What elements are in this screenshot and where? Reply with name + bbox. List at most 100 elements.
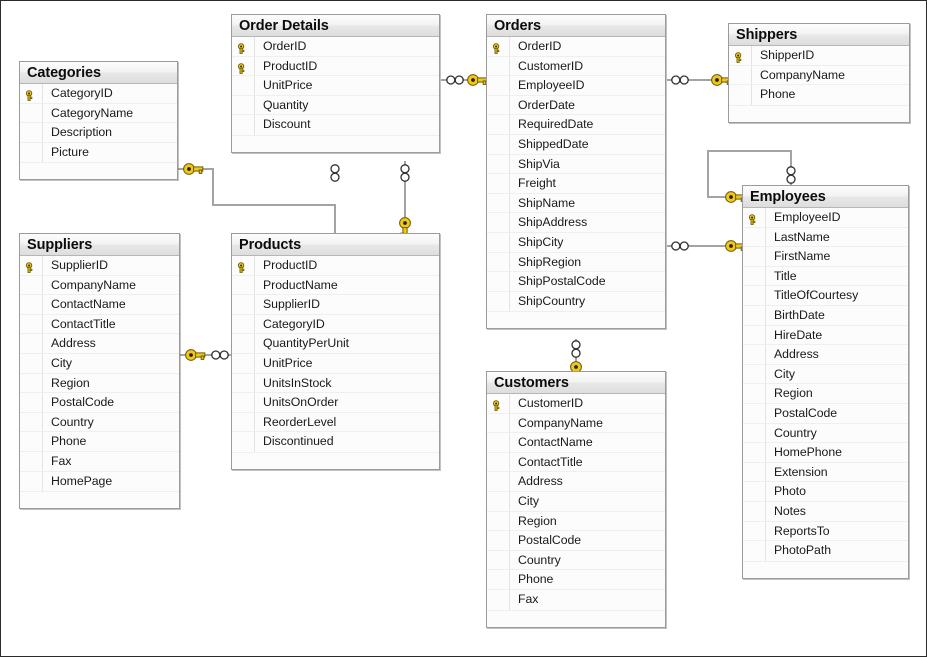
field-row[interactable]: ShipAddress bbox=[487, 213, 665, 233]
field-row[interactable]: HomePhone bbox=[743, 443, 908, 463]
field-row[interactable]: Fax bbox=[487, 590, 665, 610]
field-row[interactable]: CompanyName bbox=[487, 414, 665, 434]
field-row[interactable]: OrderID bbox=[487, 37, 665, 57]
field-row[interactable]: ContactName bbox=[487, 433, 665, 453]
field-row[interactable]: Address bbox=[20, 334, 179, 354]
field-row[interactable]: City bbox=[743, 365, 908, 385]
field-row[interactable]: Notes bbox=[743, 502, 908, 522]
field-row[interactable]: Description bbox=[20, 123, 177, 143]
field-row[interactable]: LastName bbox=[743, 228, 908, 248]
field-row[interactable]: RequiredDate bbox=[487, 115, 665, 135]
field-row[interactable]: PostalCode bbox=[743, 404, 908, 424]
table-empty-area[interactable] bbox=[487, 311, 665, 329]
table-empty-area[interactable] bbox=[20, 162, 177, 180]
field-row[interactable]: PostalCode bbox=[20, 393, 179, 413]
table-empty-area[interactable] bbox=[487, 609, 665, 627]
field-name: Country bbox=[51, 414, 94, 429]
field-row[interactable]: SupplierID bbox=[20, 256, 179, 276]
field-row[interactable]: CustomerID bbox=[487, 57, 665, 77]
field-row[interactable]: Photo bbox=[743, 482, 908, 502]
field-row[interactable]: ProductID bbox=[232, 256, 439, 276]
field-row[interactable]: ContactTitle bbox=[487, 453, 665, 473]
table-empty-area[interactable] bbox=[729, 104, 909, 122]
field-row[interactable]: City bbox=[20, 354, 179, 374]
field-row[interactable]: CategoryName bbox=[20, 104, 177, 124]
field-row[interactable]: ReorderLevel bbox=[232, 413, 439, 433]
field-name: RequiredDate bbox=[518, 117, 594, 132]
field-row[interactable]: ShipCountry bbox=[487, 292, 665, 312]
field-row[interactable]: Quantity bbox=[232, 96, 439, 116]
field-row[interactable]: ShipperID bbox=[729, 46, 909, 66]
field-row[interactable]: HireDate bbox=[743, 326, 908, 346]
table-empty-area[interactable] bbox=[743, 560, 908, 578]
field-row[interactable]: ContactTitle bbox=[20, 315, 179, 335]
field-row[interactable]: UnitsInStock bbox=[232, 374, 439, 394]
field-row[interactable]: Country bbox=[743, 424, 908, 444]
field-row[interactable]: Fax bbox=[20, 452, 179, 472]
field-row[interactable]: Phone bbox=[487, 570, 665, 590]
field-row[interactable]: OrderID bbox=[232, 37, 439, 57]
field-row[interactable]: CategoryID bbox=[20, 84, 177, 104]
field-row[interactable]: UnitsOnOrder bbox=[232, 393, 439, 413]
field-row[interactable]: Freight bbox=[487, 174, 665, 194]
field-row[interactable]: Address bbox=[487, 472, 665, 492]
field-row[interactable]: Title bbox=[743, 267, 908, 287]
field-row[interactable]: CategoryID bbox=[232, 315, 439, 335]
field-row[interactable]: EmployeeID bbox=[487, 76, 665, 96]
field-row[interactable]: ShipRegion bbox=[487, 253, 665, 273]
field-row[interactable]: Discount bbox=[232, 115, 439, 135]
field-row[interactable]: SupplierID bbox=[232, 295, 439, 315]
field-row[interactable]: ShipCity bbox=[487, 233, 665, 253]
field-row[interactable]: HomePage bbox=[20, 472, 179, 492]
field-row[interactable]: UnitPrice bbox=[232, 76, 439, 96]
field-row[interactable]: CustomerID bbox=[487, 394, 665, 414]
field-row[interactable]: Picture bbox=[20, 143, 177, 163]
field-row[interactable]: FirstName bbox=[743, 247, 908, 267]
field-row[interactable]: Phone bbox=[20, 432, 179, 452]
field-row[interactable]: ShipName bbox=[487, 194, 665, 214]
field-row[interactable]: PostalCode bbox=[487, 531, 665, 551]
field-row[interactable]: ProductName bbox=[232, 276, 439, 296]
field-row[interactable]: Country bbox=[487, 551, 665, 571]
field-row[interactable]: QuantityPerUnit bbox=[232, 334, 439, 354]
field-row[interactable]: UnitPrice bbox=[232, 354, 439, 374]
field-row[interactable]: CompanyName bbox=[20, 276, 179, 296]
field-row[interactable]: ShippedDate bbox=[487, 135, 665, 155]
field-row[interactable]: Region bbox=[487, 512, 665, 532]
field-row[interactable]: ContactName bbox=[20, 295, 179, 315]
field-row[interactable]: CompanyName bbox=[729, 66, 909, 86]
table-empty-area[interactable] bbox=[20, 491, 179, 509]
field-row[interactable]: PhotoPath bbox=[743, 541, 908, 561]
field-name: Country bbox=[518, 552, 561, 567]
field-row[interactable]: ShipVia bbox=[487, 155, 665, 175]
field-row[interactable]: City bbox=[487, 492, 665, 512]
table-empty-area[interactable] bbox=[232, 452, 439, 469]
field-row[interactable]: Region bbox=[20, 374, 179, 394]
field-row[interactable]: Region bbox=[743, 384, 908, 404]
field-row[interactable]: ProductID bbox=[232, 57, 439, 77]
table-empty-area[interactable] bbox=[232, 135, 439, 152]
field-name: ContactTitle bbox=[51, 316, 116, 331]
field-row[interactable]: Address bbox=[743, 345, 908, 365]
field-row[interactable]: Country bbox=[20, 413, 179, 433]
key-icon-suppliers bbox=[185, 349, 206, 361]
primary-key-icon bbox=[237, 61, 249, 74]
field-row[interactable]: OrderDate bbox=[487, 96, 665, 116]
field-row[interactable]: ReportsTo bbox=[743, 522, 908, 542]
field-row[interactable]: Discontinued bbox=[232, 432, 439, 452]
field-row[interactable]: TitleOfCourtesy bbox=[743, 286, 908, 306]
field-row[interactable]: Extension bbox=[743, 463, 908, 483]
field-row[interactable]: Phone bbox=[729, 85, 909, 105]
field-row[interactable]: ShipPostalCode bbox=[487, 272, 665, 292]
field-row[interactable]: EmployeeID bbox=[743, 208, 908, 228]
field-row[interactable]: BirthDate bbox=[743, 306, 908, 326]
